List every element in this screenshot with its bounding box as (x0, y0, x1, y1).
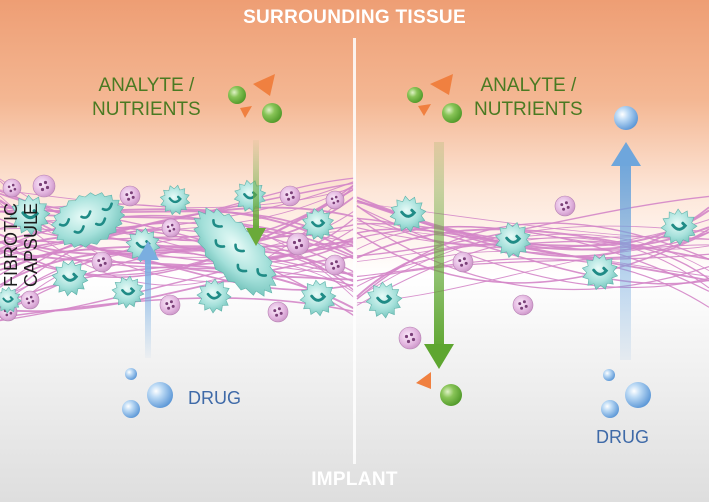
macrophage-cell (389, 195, 427, 233)
collagen-fiber (356, 225, 709, 250)
drug-label-left: DRUG (188, 388, 241, 408)
foreign-body-giant-cell (193, 207, 277, 297)
analyte-particles-right (407, 74, 462, 123)
collagen-fiber (356, 219, 709, 249)
lymphocyte-cell (119, 185, 141, 207)
collagen-fiber (356, 209, 709, 298)
collagen-fiber (356, 228, 709, 261)
collagen-fiber (356, 244, 709, 304)
drug-particles-left (122, 368, 173, 418)
drug-arrow-left (137, 241, 159, 358)
thin-tissue-cells (365, 195, 698, 350)
analyte-label-right-line1: ANALYTE / (480, 75, 577, 96)
collagen-fiber (0, 195, 355, 293)
lymphocyte-cell (20, 290, 40, 310)
collagen-fiber (0, 233, 355, 287)
capsule-label-line1: FIBROTIC (1, 203, 21, 287)
implant-label: IMPLANT (311, 469, 398, 490)
macrophage-cell (9, 194, 51, 236)
collagen-fiber (0, 182, 355, 253)
collagen-fiber (356, 253, 709, 282)
macrophage-cell (111, 275, 145, 309)
drug-particle-released (614, 106, 638, 130)
capsule-label-line2: CAPSULE (21, 202, 41, 288)
lymphocyte-cell (324, 254, 346, 276)
lymphocyte-cell (452, 251, 474, 273)
fibrotic-capsule-cells (0, 174, 346, 323)
drug-particles-right (601, 369, 651, 418)
macrophage-cell (494, 221, 532, 259)
lymphocyte-cell (554, 195, 576, 217)
lymphocyte-cell (279, 185, 301, 207)
lymphocyte-cell (2, 178, 22, 198)
collagen-fiber (0, 184, 355, 286)
lymphocyte-cell (32, 174, 56, 198)
collagen-fiber (356, 217, 709, 291)
analyte-arrow-right (424, 142, 454, 369)
lymphocyte-cell (512, 294, 534, 316)
macrophage-cell (581, 253, 619, 291)
analyte-particles-delivered (416, 372, 462, 406)
collagen-fiber (0, 235, 355, 263)
macrophage-cell (159, 184, 191, 216)
lymphocyte-cell (286, 232, 310, 256)
surrounding-tissue-label: SURROUNDING TISSUE (243, 7, 466, 28)
collagen-fiber (0, 248, 355, 310)
analyte-label-right-line2: NUTRIENTS (474, 99, 583, 120)
lymphocyte-cell (91, 251, 113, 273)
lymphocyte-cell (325, 190, 345, 210)
lymphocyte-cell (398, 326, 422, 350)
macrophage-cell (196, 278, 232, 314)
lymphocyte-cell (159, 294, 181, 316)
analyte-arrow-left (246, 140, 266, 246)
collagen-fiber (0, 251, 355, 321)
collagen-fiber (356, 231, 709, 284)
analyte-label-left-line1: ANALYTE / (98, 75, 195, 96)
lymphocyte-cell (267, 301, 289, 323)
macrophage-cell (660, 208, 698, 246)
drug-arrow-right (611, 142, 641, 360)
macrophage-cell (0, 286, 22, 314)
lymphocyte-cell (161, 218, 181, 238)
analyte-label-left-line2: NUTRIENTS (92, 99, 201, 120)
collagen-fiber (356, 237, 709, 306)
drug-label-right: DRUG (596, 427, 649, 447)
foreign-body-giant-cell (50, 192, 126, 248)
collagen-fiber (0, 243, 355, 322)
macrophage-cell (301, 207, 335, 241)
collagen-fiber (356, 195, 709, 257)
macrophage-cell (365, 281, 403, 319)
analyte-label-right: ANALYTE / NUTRIENTS (474, 74, 583, 122)
macrophage-cell (299, 279, 337, 317)
fibrotic-capsule-label: FIBROTIC CAPSULE (1, 200, 41, 290)
collagen-fiber (0, 255, 355, 313)
analyte-label-left: ANALYTE / NUTRIENTS (92, 74, 201, 122)
analyte-particles-left (228, 74, 282, 123)
macrophage-cell (51, 259, 89, 297)
